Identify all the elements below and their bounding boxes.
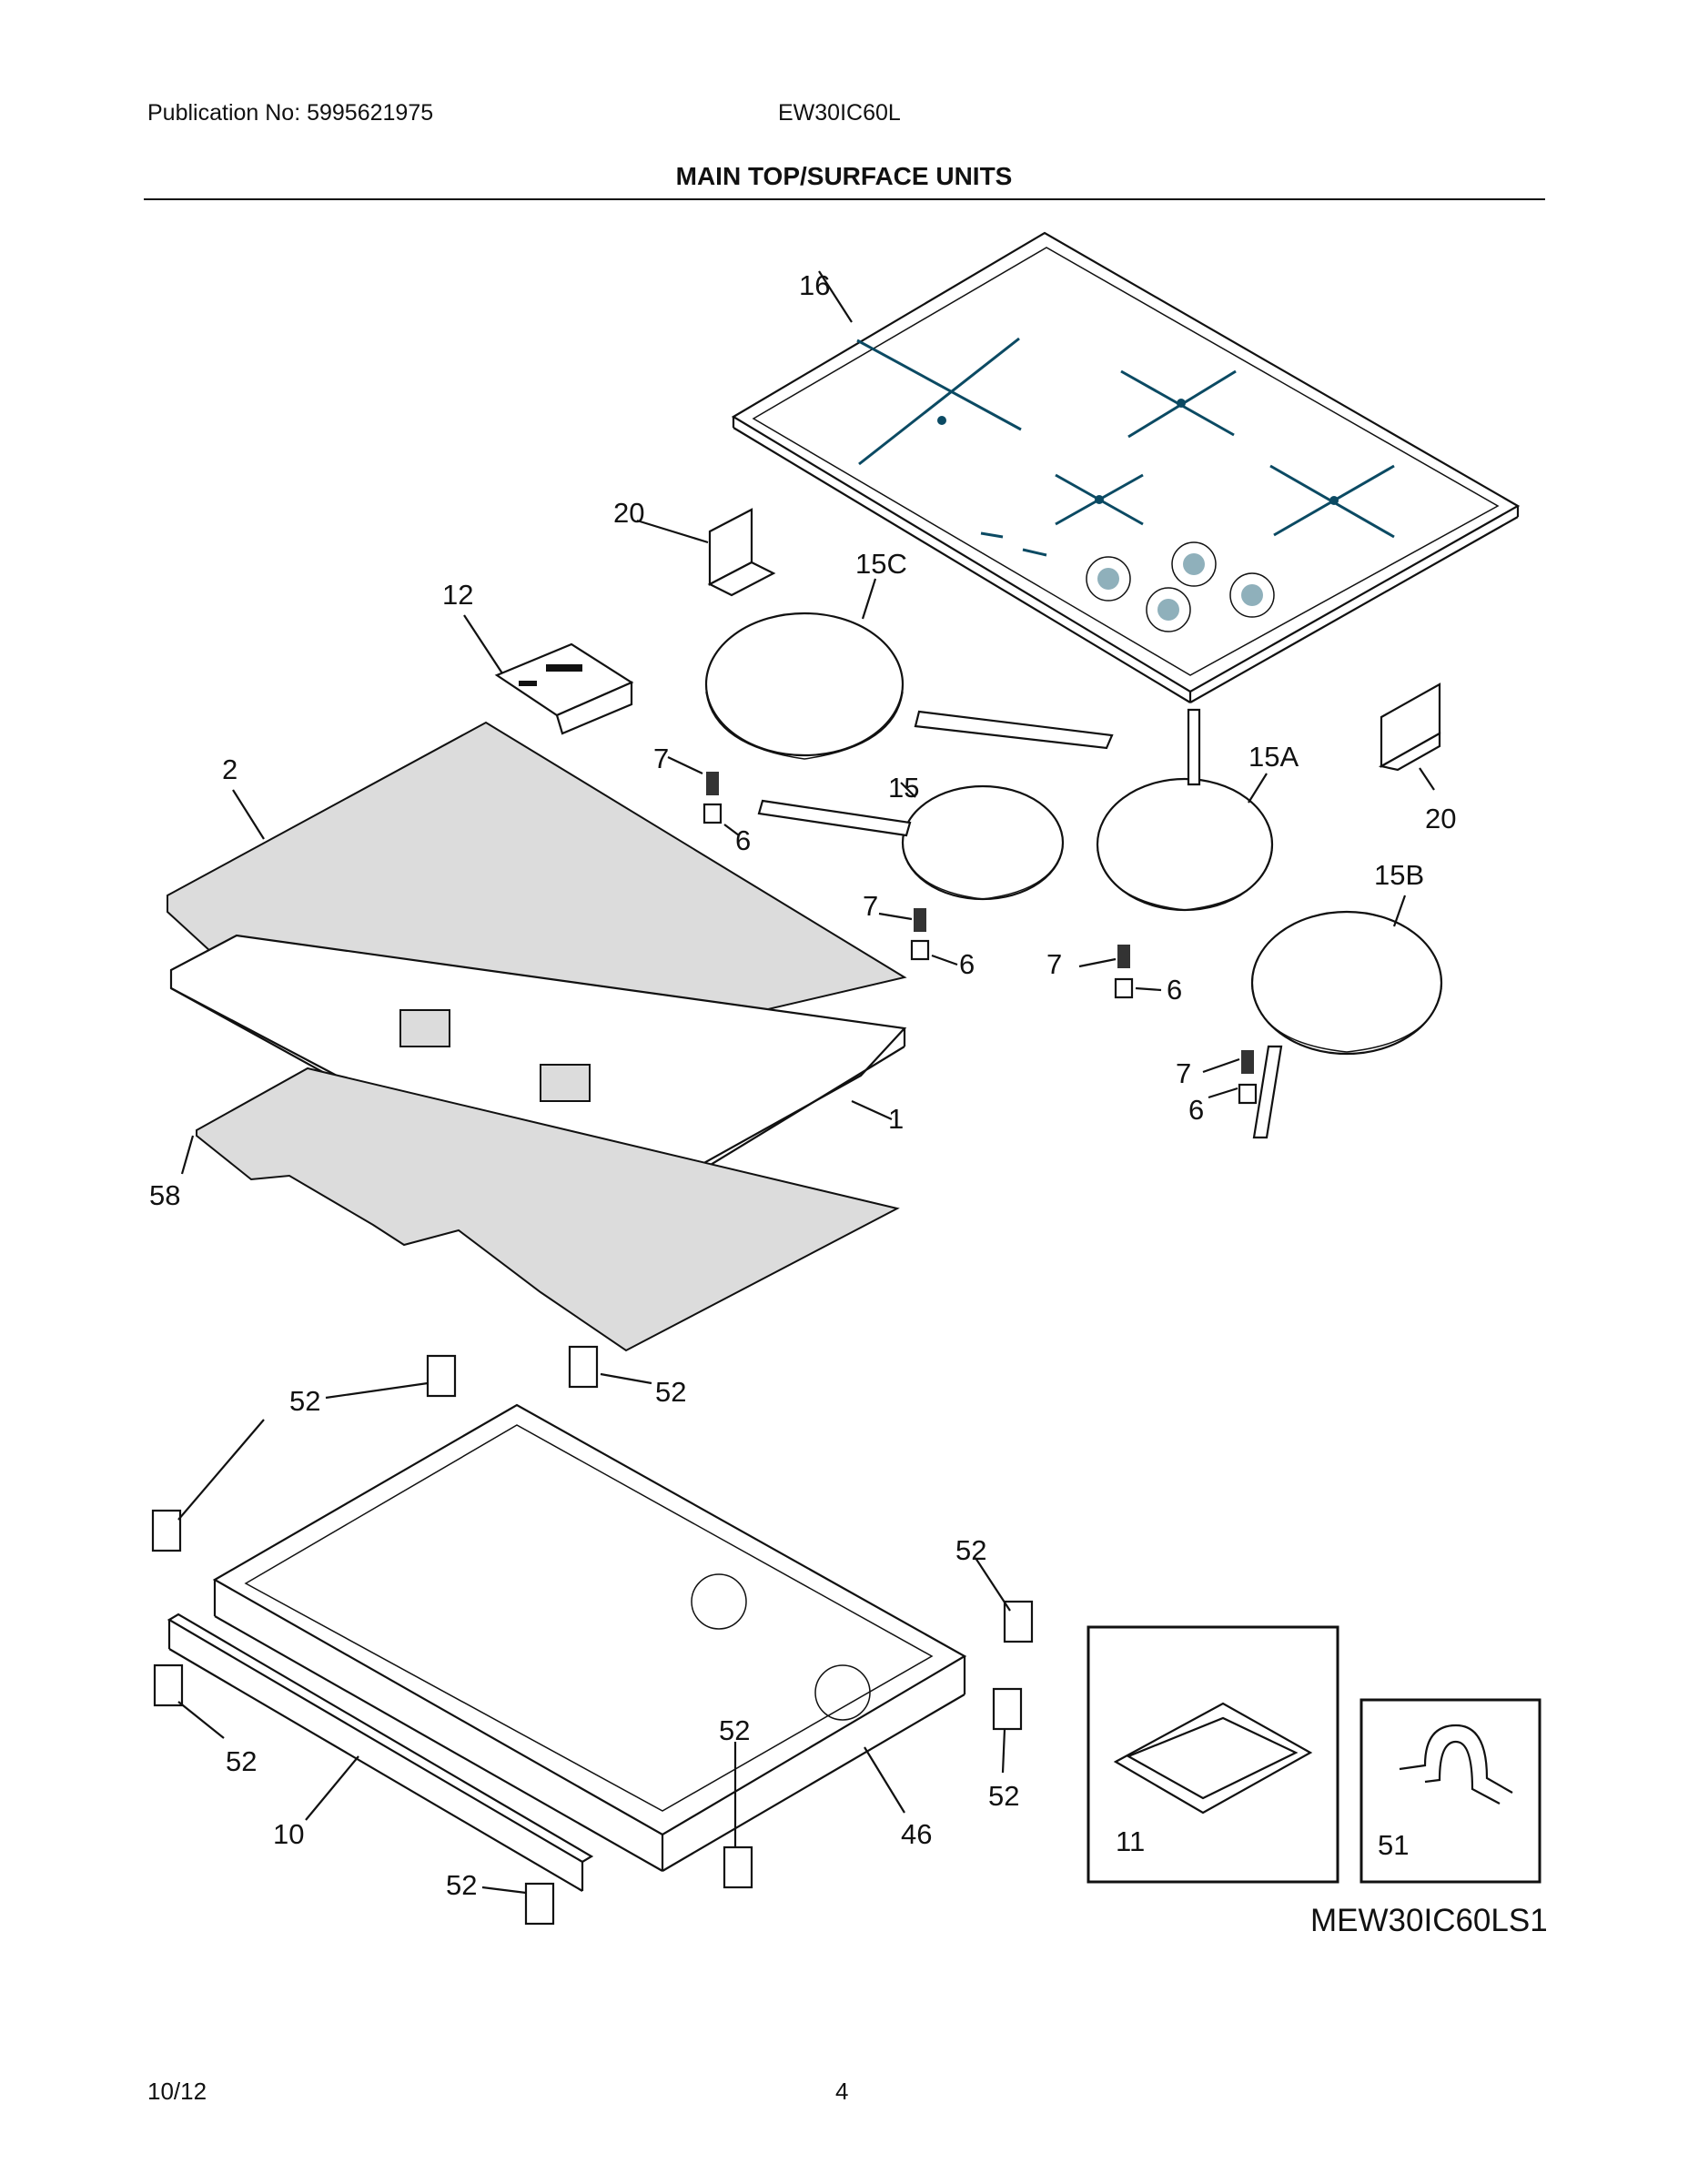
diagram-code: MEW30IC60LS1	[1310, 1903, 1548, 1938]
spring-and-screw-set-d	[1202, 1050, 1258, 1105]
callout-15: 15	[888, 772, 919, 804]
callout-15b: 15B	[1374, 859, 1424, 891]
cooking-zone-right-rear-icon	[1120, 369, 1237, 439]
spring-and-screw-set-c	[1078, 945, 1162, 999]
cooking-zone-right-front-icon	[1269, 464, 1395, 539]
callout-52-right: 52	[955, 1534, 986, 1566]
footer-page-number: 4	[835, 2078, 849, 2105]
spring-and-screw-set-b	[878, 908, 958, 966]
callout-7-c: 7	[1046, 948, 1062, 980]
callout-52-top-right: 52	[655, 1376, 686, 1408]
bracket-part-12	[463, 614, 634, 735]
callout-11: 11	[1116, 1825, 1145, 1857]
callout-2: 2	[222, 753, 238, 785]
callout-12: 12	[442, 579, 473, 611]
inset-box-part-11	[1087, 1625, 1339, 1884]
callout-6-a: 6	[735, 824, 751, 856]
callout-46: 46	[901, 1818, 932, 1850]
cooking-zone-left-rear-icon	[856, 337, 1022, 466]
spring-and-screw-set-a	[667, 756, 740, 836]
induction-element-part-15	[757, 782, 1065, 901]
bracket-part-20-left	[636, 508, 776, 597]
callout-6-b: 6	[959, 948, 975, 980]
inset-box-part-51	[1359, 1698, 1541, 1884]
callout-6-c: 6	[1167, 974, 1182, 1006]
induction-element-part-15c	[704, 578, 1114, 760]
callout-10: 10	[273, 1818, 304, 1850]
callout-20-left: 20	[613, 497, 644, 529]
callout-7-d: 7	[1176, 1057, 1191, 1089]
callout-6-d: 6	[1188, 1094, 1204, 1126]
front-rail-part-10	[167, 1613, 594, 1892]
publication-number: Publication No: 5995621975	[147, 100, 434, 126]
callout-58: 58	[149, 1179, 180, 1211]
clips-part-52	[151, 1345, 1034, 1926]
callout-52-left: 52	[226, 1745, 257, 1777]
callout-7-b: 7	[863, 890, 878, 922]
induction-element-part-15a	[1096, 708, 1274, 912]
lower-pad-part-58	[180, 1067, 900, 1352]
touch-control-icons	[980, 531, 1275, 632]
cooking-zone-left-front-icon	[1055, 473, 1144, 526]
bracket-part-20-right	[1378, 682, 1441, 791]
callout-16: 16	[799, 269, 830, 301]
callout-51: 51	[1378, 1829, 1409, 1861]
callout-52-center: 52	[719, 1714, 750, 1746]
callout-1: 1	[888, 1103, 904, 1135]
callout-15c: 15C	[855, 548, 907, 580]
callout-7-a: 7	[653, 743, 669, 774]
glass-cooktop-part-16	[731, 231, 1521, 703]
base-pan-part-46	[212, 1403, 967, 1872]
page-title: MAIN TOP/SURFACE UNITS	[675, 162, 1013, 190]
induction-element-part-15b	[1250, 895, 1443, 1139]
title-divider	[144, 198, 1545, 200]
model-number: EW30IC60L	[778, 100, 901, 126]
callout-52-bottom: 52	[446, 1869, 477, 1901]
callout-52-top-left: 52	[289, 1385, 320, 1417]
callout-52-lower-right: 52	[988, 1780, 1019, 1812]
callout-20-right: 20	[1425, 803, 1456, 834]
callout-15a: 15A	[1248, 741, 1299, 773]
footer-date: 10/12	[147, 2078, 207, 2105]
